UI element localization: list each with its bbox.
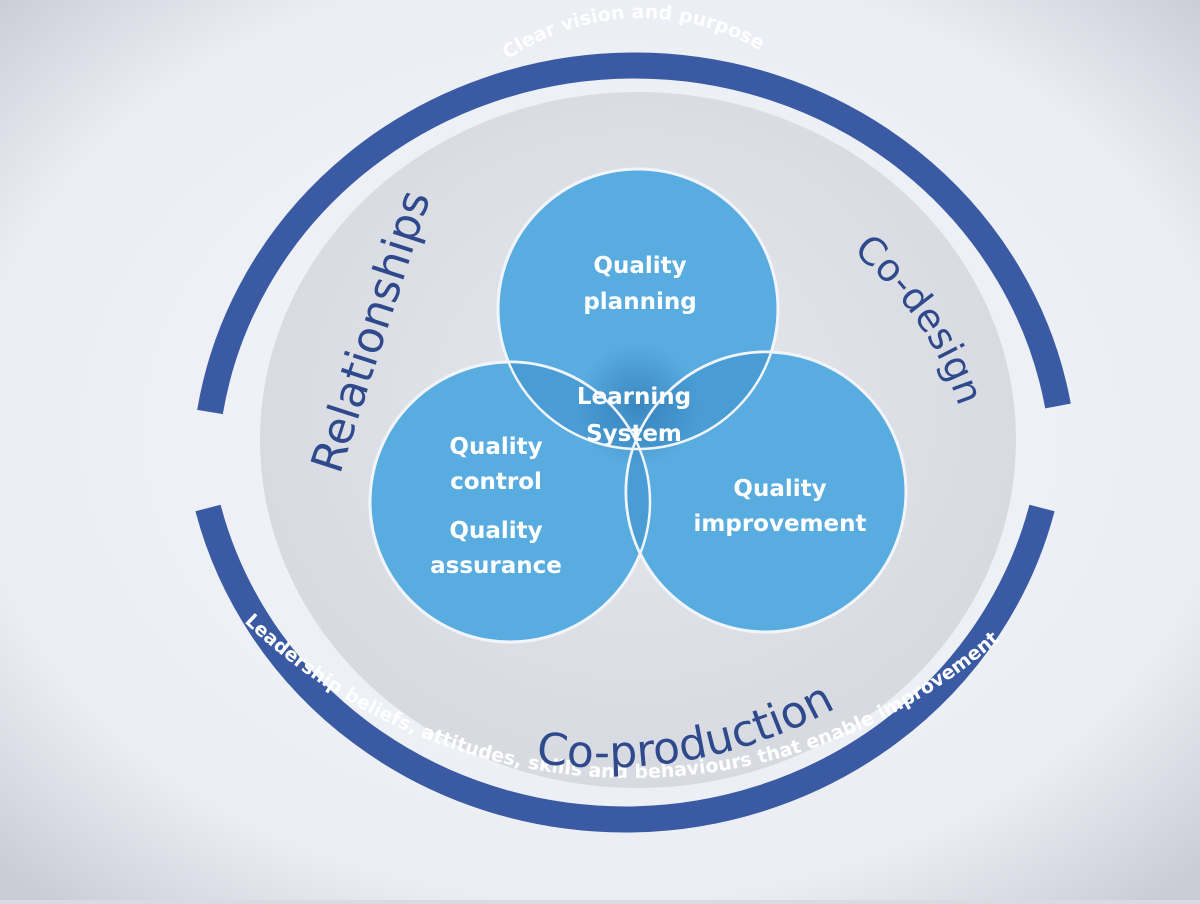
- label-left-line1: Quality: [449, 434, 542, 460]
- label-left-line3: Quality: [449, 518, 542, 544]
- label-left-line4: assurance: [430, 553, 562, 579]
- label-right-line2: improvement: [694, 511, 867, 537]
- label-center-line1: Learning: [577, 384, 691, 410]
- outline-left: [368, 360, 652, 644]
- label-left-line2: control: [450, 469, 542, 495]
- outline-right: [624, 350, 908, 634]
- label-top-line2: planning: [583, 289, 696, 315]
- label-right-line1: Quality: [733, 476, 826, 502]
- label-top-line1: Quality: [593, 253, 686, 279]
- outline-top: [496, 167, 780, 451]
- label-center-line2: System: [586, 421, 682, 447]
- outer-ring-top-arc: [197, 52, 1071, 415]
- outer-ring-bottom-arc: [195, 504, 1055, 833]
- overlap-top-left: [498, 362, 650, 449]
- center-shadow: [576, 343, 700, 467]
